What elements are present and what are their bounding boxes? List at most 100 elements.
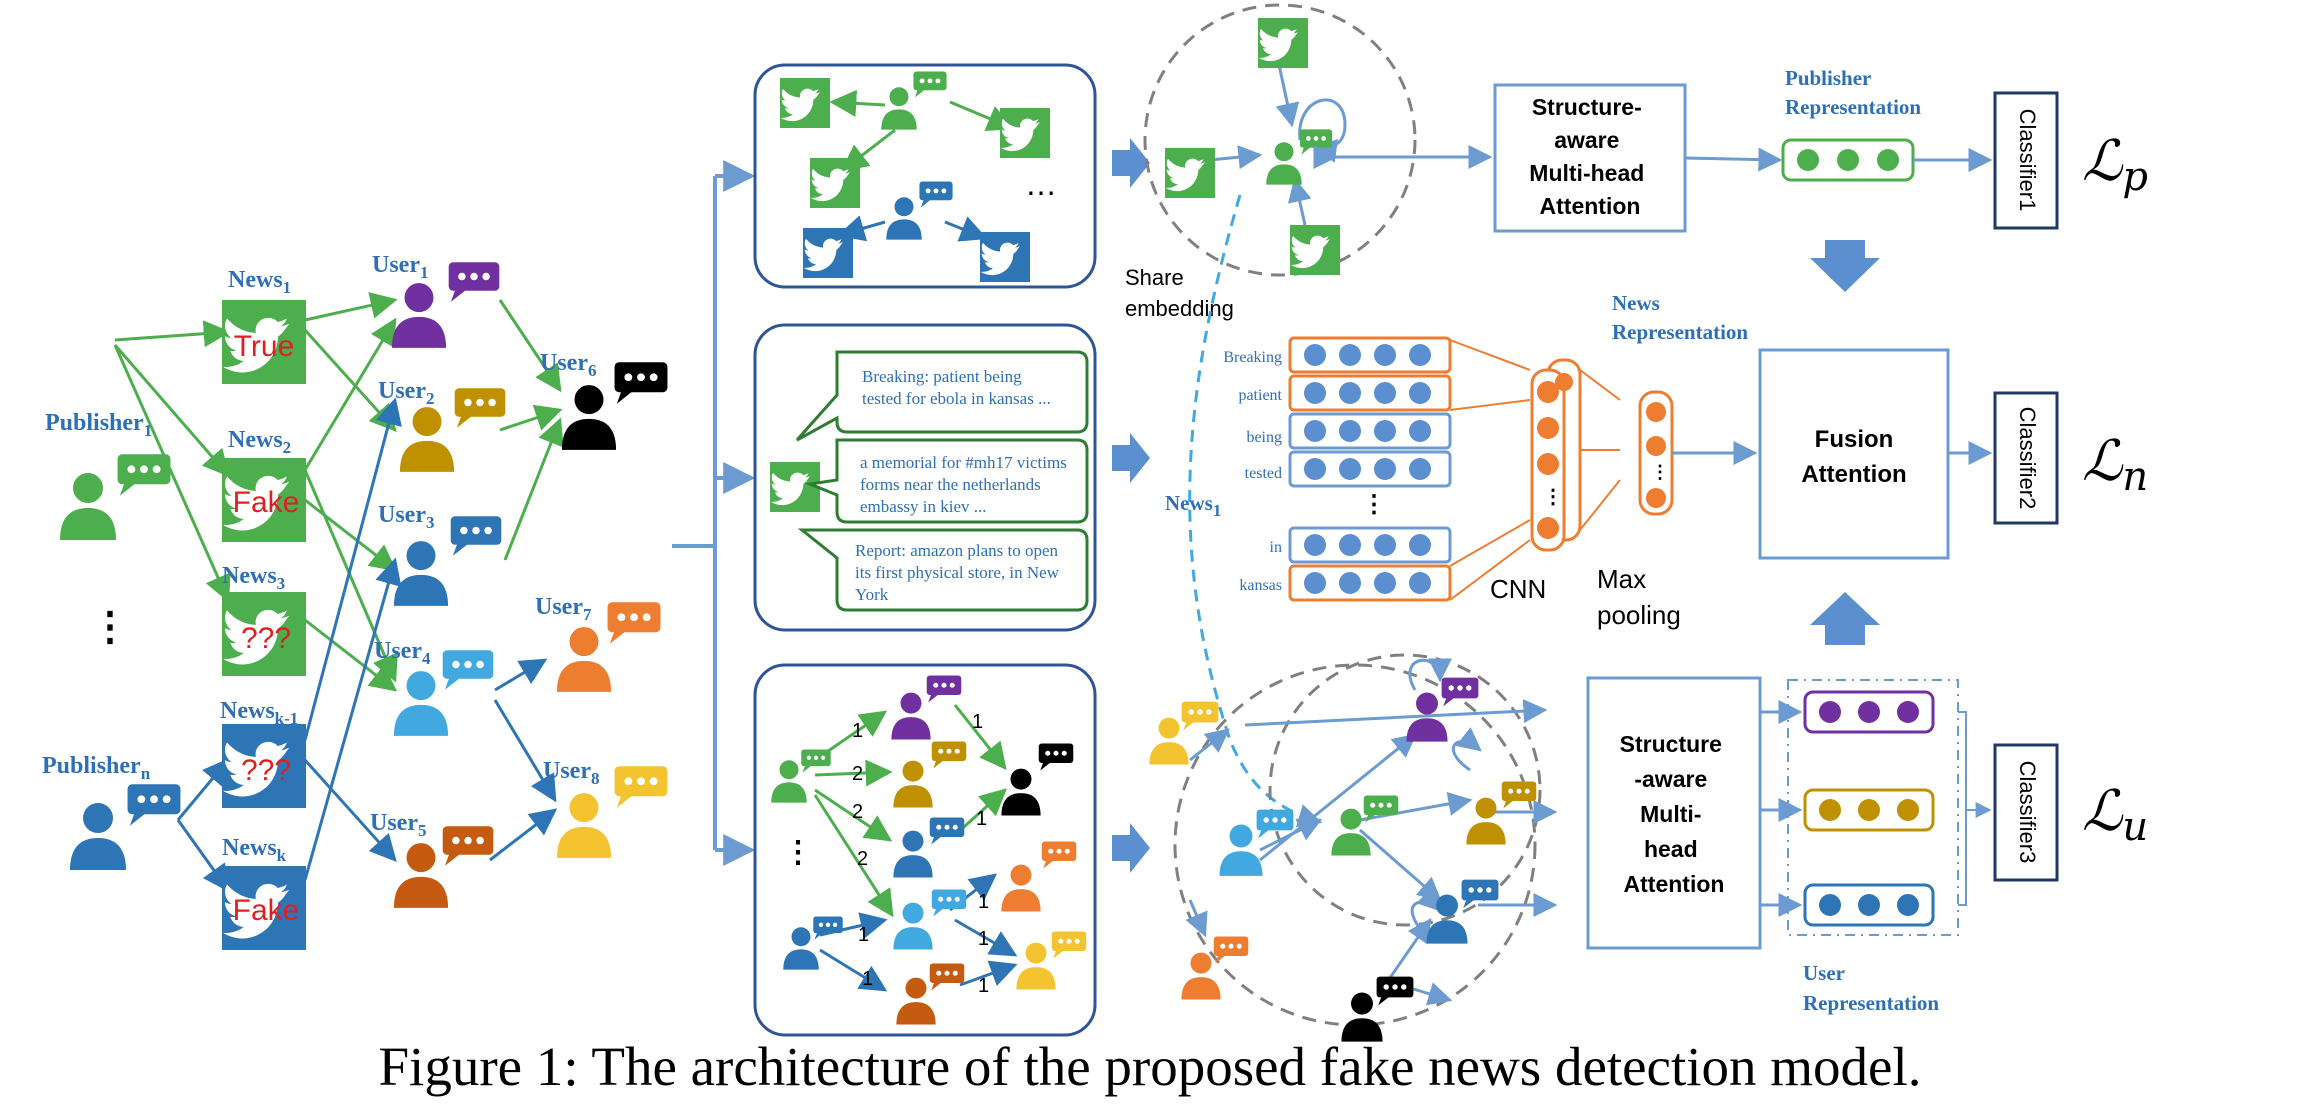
speech-bubble-icon bbox=[1181, 701, 1219, 731]
speech-bubble-icon bbox=[801, 749, 831, 773]
news2-label: News2 bbox=[228, 427, 291, 457]
vertical-dots: ⋮ bbox=[1651, 462, 1669, 482]
tweet3-text: York bbox=[855, 585, 889, 604]
news3-label: News3 bbox=[222, 563, 285, 593]
classifier3-box bbox=[1993, 743, 2059, 882]
edge bbox=[498, 299, 562, 393]
down-arrow bbox=[1810, 240, 1880, 292]
user5-label: User5 bbox=[370, 810, 426, 840]
person-icon bbox=[891, 692, 931, 740]
edge bbox=[499, 404, 563, 432]
speech-bubble-icon bbox=[919, 181, 953, 208]
person-icon bbox=[393, 843, 449, 908]
twitter-bird-icon bbox=[1258, 18, 1308, 68]
fusion-attention-box bbox=[1758, 348, 1950, 560]
attention-label: Structure- bbox=[1532, 94, 1642, 120]
tweet2-text: a memorial for #mh17 victims bbox=[860, 453, 1067, 472]
edge-weight: 2 bbox=[852, 801, 863, 823]
person-icon bbox=[1466, 797, 1506, 845]
word-label: patient bbox=[1238, 387, 1282, 404]
newsk1-label: Newsk-1 bbox=[220, 698, 298, 728]
user7-label: User7 bbox=[535, 594, 592, 624]
edge-weight: 1 bbox=[862, 968, 873, 990]
speech-bubble-icon bbox=[929, 963, 965, 991]
edge bbox=[176, 757, 230, 821]
person-icon bbox=[1219, 824, 1263, 876]
speech-bubble-icon bbox=[614, 766, 668, 808]
attention-label: aware bbox=[1554, 127, 1619, 153]
person-icon bbox=[391, 283, 447, 348]
person-icon bbox=[896, 977, 936, 1025]
speech-bubble-icon bbox=[442, 650, 494, 690]
figure-caption: Figure 1: The architecture of the propos… bbox=[378, 1036, 1922, 1097]
news1-label: News1 bbox=[228, 267, 291, 297]
edge-weight: 1 bbox=[976, 808, 987, 830]
twitter-bird-icon bbox=[780, 78, 830, 128]
speech-bubble-icon bbox=[607, 602, 661, 644]
user-graph-box: ⋮ 1 2 2 2 1 1 1 1 1 1 1 bbox=[753, 663, 1097, 1037]
edge bbox=[303, 317, 397, 471]
person-icon bbox=[60, 473, 116, 540]
word-label: being bbox=[1246, 429, 1282, 446]
edge bbox=[489, 808, 558, 862]
speech-bubble-icon bbox=[913, 71, 947, 98]
tweet3-text: Report: amazon plans to open bbox=[855, 541, 1059, 560]
speech-bubble-icon bbox=[931, 741, 967, 769]
vertical-dots: ⋮ bbox=[783, 836, 813, 869]
person-icon bbox=[556, 627, 612, 692]
news2-tag: Fake bbox=[233, 486, 300, 519]
publisher-branch: Structure- aware Multi-head Attention Pu… bbox=[1143, 3, 2148, 277]
attention-label: Multi-head bbox=[1529, 160, 1644, 186]
tweet1-text: tested for ebola in kansas ... bbox=[862, 389, 1051, 408]
publisher-graph-box: … bbox=[753, 63, 1097, 289]
attention-label: head bbox=[1644, 836, 1698, 862]
loss-n: ℒn bbox=[2082, 429, 2148, 500]
person-icon bbox=[1149, 717, 1189, 765]
newsk-tag: Fake bbox=[233, 894, 300, 927]
newsk1-tag: ??? bbox=[241, 754, 291, 787]
user3-label: User3 bbox=[378, 502, 434, 532]
left-graph: Publisher1 ⋮ Publishern News1 True News2… bbox=[42, 252, 668, 950]
person-icon bbox=[893, 830, 933, 878]
fusion-label: Attention bbox=[1801, 461, 1906, 488]
user8-label: User8 bbox=[543, 758, 599, 788]
edge bbox=[303, 397, 402, 741]
svg-text:Structure- aware M: Structure- aware Multi-head Attention bbox=[1529, 94, 1650, 219]
tweet2-text: forms near the netherlands bbox=[860, 475, 1041, 494]
twitter-bird-icon bbox=[810, 158, 860, 208]
user2-label: User2 bbox=[378, 378, 434, 408]
edge bbox=[176, 819, 230, 893]
speech-bubble-icon bbox=[931, 889, 967, 917]
speech-bubble-icon bbox=[127, 784, 181, 826]
edge bbox=[303, 758, 397, 863]
edge bbox=[113, 344, 230, 478]
news3-tag: ??? bbox=[241, 622, 291, 655]
edge bbox=[503, 417, 564, 561]
tweet1-text: Breaking: patient being bbox=[862, 367, 1022, 386]
vertical-dots: ⋮ bbox=[1543, 486, 1563, 508]
speech-bubble-icon bbox=[448, 262, 500, 302]
publishern-label: Publishern bbox=[42, 753, 151, 783]
speech-bubble-icon bbox=[614, 362, 668, 404]
twitter-bird-icon bbox=[770, 462, 820, 512]
speech-bubble-icon bbox=[117, 454, 171, 496]
edge-weight: 1 bbox=[978, 975, 989, 997]
user1-label: User1 bbox=[372, 252, 428, 282]
speech-bubble-icon bbox=[450, 516, 502, 556]
block-arrows bbox=[1112, 138, 1150, 873]
user-branch: Structure -aware Multi- head Attention C… bbox=[1149, 653, 2148, 1042]
classifier3-label: Classifier3 bbox=[2015, 761, 2040, 864]
user6-label: User6 bbox=[540, 350, 596, 380]
person-icon bbox=[783, 927, 819, 970]
svg-text:Breaking: patient being: Breaking: patient being tested for ebola… bbox=[855, 367, 1071, 604]
news1-tag: True bbox=[234, 330, 295, 363]
word-labels: Breaking patient being tested in kansas bbox=[1223, 349, 1282, 594]
person-icon bbox=[399, 407, 455, 472]
attention-label: Multi- bbox=[1640, 801, 1701, 827]
classifier1-box bbox=[1993, 91, 2059, 230]
